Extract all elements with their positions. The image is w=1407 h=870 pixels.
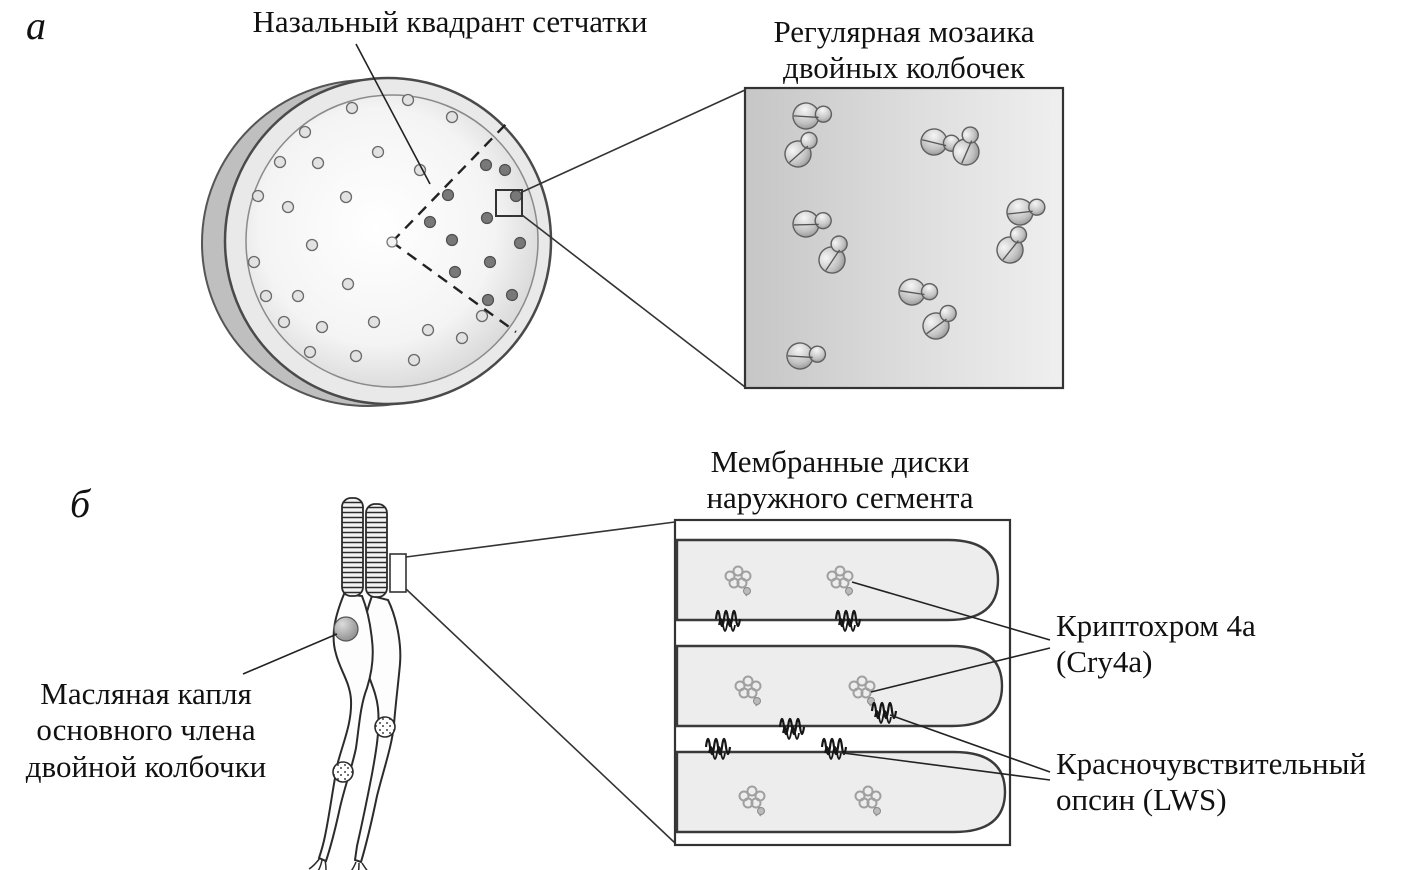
outer-segment-right [365, 503, 388, 598]
retina-center-point [386, 236, 398, 248]
nucleus-lower [332, 761, 354, 783]
nasal-label-pointer-line [355, 43, 431, 185]
oil-label-pointer-line [242, 633, 338, 675]
membrane-disc [675, 644, 1004, 728]
lws-opsin-label: Красночувствительный опсин (LWS) [1056, 746, 1366, 818]
membrane-disc [675, 750, 1007, 834]
panel-b-letter: б [70, 481, 91, 526]
synaptic-terminals [308, 857, 368, 870]
membrane-discs-box [673, 518, 1012, 847]
mosaic-zoom-box [743, 86, 1065, 390]
oil-droplet-label: Масляная капля основного члена двойной к… [25, 676, 267, 784]
panel-a-letter: а [26, 3, 46, 48]
zoom-connector-lines-b [405, 521, 676, 844]
nasal-quadrant-label: Назальный квадрант сетчатки [252, 4, 648, 39]
principal-member-body [317, 592, 374, 863]
retina-eyecup [201, 76, 553, 407]
membrane-disc [675, 538, 1000, 622]
cry4a-label: Криптохром 4a (Cry4a) [1056, 608, 1256, 680]
double-cone-cell [308, 497, 402, 870]
single-cone-dots [247, 93, 489, 367]
lws-label-pointer-lines [842, 714, 1051, 781]
nasal-quadrant-wedge [391, 121, 517, 333]
double-cone-dots [423, 158, 527, 307]
nucleus-upper [374, 716, 396, 738]
mosaic-title: Регулярная мозаика двойных колбочек [773, 14, 1035, 86]
membrane-discs-title: Мембранные диски наружного сегмента [706, 444, 974, 516]
oil-droplet [333, 616, 359, 642]
outer-segment-left [341, 497, 364, 597]
zoom-region-square [495, 189, 523, 217]
outer-segment-zoom-bracket [389, 553, 407, 593]
retina-cone-dots [247, 93, 527, 367]
zoom-connector-lines-a [521, 89, 746, 388]
cry4a-label-pointer-lines [851, 581, 1051, 693]
